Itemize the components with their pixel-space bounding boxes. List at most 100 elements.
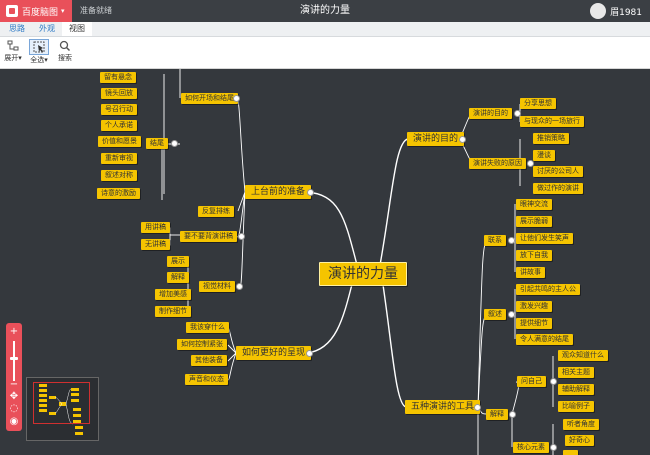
node-ending[interactable]: 结尾 — [146, 138, 168, 149]
node-leaf[interactable]: 重新审视 — [101, 153, 137, 164]
zoom-out-button[interactable]: − — [9, 379, 19, 390]
node-narrative[interactable]: 叙述 — [484, 309, 506, 320]
tab-outline[interactable]: 思路 — [9, 24, 25, 33]
node-leaf[interactable]: 其他装备 — [191, 355, 227, 366]
select-all-button[interactable]: 全选▾ — [24, 39, 54, 65]
node-leaf[interactable]: 漫谈 — [533, 150, 555, 161]
chevron-down-icon: ▾ — [61, 7, 65, 15]
node-visual[interactable]: 视觉材料 — [199, 281, 235, 292]
node-leaf[interactable]: 好奇心 — [565, 435, 594, 446]
app-brand-menu[interactable]: 百度脑图 ▾ — [0, 0, 72, 22]
minimap-preview — [39, 384, 83, 435]
node-leaf[interactable]: 镜头回放 — [101, 88, 137, 99]
node-memorize[interactable]: 要不要背演讲稿 — [180, 231, 237, 242]
node-failure-reasons[interactable]: 演讲失败的原因 — [469, 158, 526, 169]
node-leaf[interactable]: 讲故事 — [516, 267, 545, 278]
eye-icon[interactable]: ◉ — [9, 416, 19, 427]
node-root[interactable]: 演讲的力量 — [319, 262, 407, 286]
node-presentation[interactable]: 如何更好的呈现 — [236, 346, 312, 360]
locate-icon[interactable]: ◌ — [9, 403, 19, 414]
node-leaf[interactable]: 激发兴趣 — [516, 301, 552, 312]
node-purpose-sub[interactable]: 演讲的目的 — [469, 108, 512, 119]
node-leaf[interactable]: 个人承诺 — [101, 120, 137, 131]
node-leaf[interactable]: ... — [563, 450, 578, 455]
node-leaf[interactable]: 增加美感 — [155, 289, 191, 300]
node-leaf[interactable]: 让他们发生笑声 — [516, 233, 573, 244]
node-leaf[interactable]: 号召行动 — [101, 104, 137, 115]
brand-label: 百度脑图 — [22, 7, 59, 18]
node-explain[interactable]: 解释 — [486, 409, 508, 420]
collapse-toggle[interactable] — [550, 444, 557, 451]
select-cursor-icon — [29, 39, 49, 55]
tab-view[interactable]: 视图 — [62, 22, 92, 36]
node-leaf[interactable]: 放下自我 — [516, 250, 552, 261]
minimap[interactable] — [26, 377, 99, 441]
node-connect[interactable]: 联系 — [484, 235, 506, 246]
search-icon — [50, 39, 80, 53]
node-leaf[interactable]: 令人满意的结尾 — [516, 334, 573, 345]
node-leaf[interactable]: 无讲稿 — [141, 239, 170, 250]
node-leaf[interactable]: 价值和愿景 — [98, 136, 141, 147]
node-leaf[interactable]: 分享思想 — [520, 98, 556, 109]
collapse-toggle[interactable] — [238, 233, 245, 240]
node-opening-ending[interactable]: 如何开场和结尾 — [181, 93, 238, 104]
node-ask-yourself[interactable]: 问自己 — [517, 376, 546, 387]
node-leaf[interactable]: 制作细节 — [155, 306, 191, 317]
node-rehearse[interactable]: 反复排练 — [198, 206, 234, 217]
collapse-toggle[interactable] — [171, 140, 178, 147]
node-core-elements[interactable]: 核心元素 — [513, 442, 549, 453]
zoom-in-button[interactable]: + — [9, 326, 19, 337]
mindmap-canvas[interactable]: 留有悬念 如何开场和结尾 镜头回放 号召行动 个人承诺 价值和愿景 重新审视 叙… — [0, 69, 650, 455]
node-leaf[interactable]: 用讲稿 — [141, 222, 170, 233]
avatar — [590, 3, 607, 19]
node-leaf[interactable]: 眼神交流 — [516, 199, 552, 210]
move-icon[interactable]: ✥ — [9, 391, 19, 402]
node-leaf[interactable]: 听者角度 — [563, 419, 599, 430]
node-leaf[interactable]: 我该穿什么 — [186, 322, 229, 333]
node-before-stage[interactable]: 上台前的准备 — [245, 185, 312, 199]
node-leaf[interactable]: 引起共鸣的主人公 — [516, 284, 580, 295]
node-leaf[interactable]: 叙述对称 — [101, 170, 137, 181]
node-leaf[interactable]: 与现众的一场旅行 — [520, 116, 584, 127]
expand-button[interactable]: 展开▾ — [0, 39, 28, 63]
node-leaf[interactable]: 做过作的演讲 — [533, 183, 583, 194]
tab-appearance[interactable]: 外观 — [39, 24, 55, 33]
node-leaf[interactable]: 提供细节 — [516, 318, 552, 329]
search-button[interactable]: 搜索 — [50, 39, 80, 63]
zoom-slider-track[interactable] — [13, 341, 15, 381]
collapse-toggle[interactable] — [514, 110, 521, 117]
search-label: 搜索 — [58, 54, 72, 62]
collapse-toggle[interactable] — [307, 189, 314, 196]
zoom-slider-thumb[interactable] — [10, 357, 18, 360]
collapse-toggle[interactable] — [508, 237, 515, 244]
collapse-toggle[interactable] — [233, 95, 240, 102]
select-all-label: 全选▾ — [30, 56, 48, 64]
collapse-toggle[interactable] — [236, 283, 243, 290]
collapse-toggle[interactable] — [459, 136, 466, 143]
node-leaf[interactable]: 声音和仪态 — [185, 374, 228, 385]
node-leaf[interactable]: 留有悬念 — [100, 72, 136, 83]
collapse-toggle[interactable] — [527, 160, 534, 167]
node-leaf[interactable]: 如何控制紧张 — [177, 339, 227, 350]
node-leaf[interactable]: 相关主题 — [558, 367, 594, 378]
node-leaf[interactable]: 比喻例子 — [558, 401, 594, 412]
node-leaf[interactable]: 展示 — [167, 256, 189, 267]
node-leaf[interactable]: 展示脆弱 — [516, 216, 552, 227]
user-menu[interactable]: 眉1981 — [590, 2, 642, 20]
node-leaf[interactable]: 观众知道什么 — [558, 350, 608, 361]
node-purpose[interactable]: 演讲的目的 — [407, 132, 465, 146]
collapse-toggle[interactable] — [474, 404, 481, 411]
node-leaf[interactable]: 推销策略 — [533, 133, 569, 144]
expand-icon — [0, 39, 28, 53]
collapse-toggle[interactable] — [306, 350, 313, 357]
node-five-tools[interactable]: 五种演讲的工具 — [405, 400, 481, 414]
collapse-toggle[interactable] — [550, 378, 557, 385]
node-leaf[interactable]: 解释 — [167, 272, 189, 283]
collapse-toggle[interactable] — [509, 411, 516, 418]
user-name: 眉1981 — [610, 7, 642, 18]
node-leaf[interactable]: 讨厌的公司人 — [533, 166, 583, 177]
minimap-viewport[interactable] — [33, 382, 90, 424]
node-leaf[interactable]: 辅助解释 — [558, 384, 594, 395]
node-leaf[interactable]: 诗意的激励 — [97, 188, 140, 199]
collapse-toggle[interactable] — [508, 311, 515, 318]
